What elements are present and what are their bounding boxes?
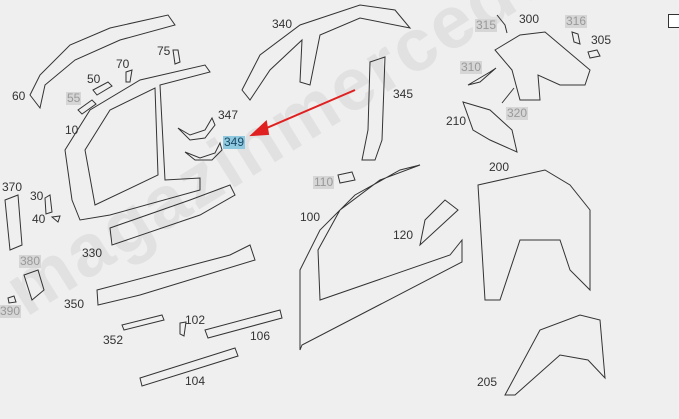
part-label-104[interactable]: 104 xyxy=(185,374,206,388)
part-label-75[interactable]: 75 xyxy=(157,44,171,58)
part-30 xyxy=(44,194,53,215)
part-210 xyxy=(462,101,518,153)
part-70 xyxy=(125,69,133,83)
part-350 xyxy=(96,244,256,306)
part-320 xyxy=(501,87,515,104)
part-60-roof-rail xyxy=(29,14,176,110)
part-390 xyxy=(7,295,17,304)
part-label-350[interactable]: 350 xyxy=(64,297,85,311)
part-315 xyxy=(496,14,508,34)
part-label-70[interactable]: 70 xyxy=(116,57,130,71)
part-label-310[interactable]: 310 xyxy=(460,60,483,74)
part-100 xyxy=(299,164,463,351)
part-110 xyxy=(337,171,356,184)
part-label-345[interactable]: 345 xyxy=(393,87,414,101)
part-label-340[interactable]: 340 xyxy=(272,17,293,31)
part-label-330[interactable]: 330 xyxy=(82,246,103,260)
part-label-205[interactable]: 205 xyxy=(477,375,498,389)
part-label-50[interactable]: 50 xyxy=(87,72,101,86)
part-347 xyxy=(177,116,216,141)
part-label-106[interactable]: 106 xyxy=(250,329,271,343)
part-label-210[interactable]: 210 xyxy=(446,114,467,128)
part-380 xyxy=(23,269,45,301)
part-label-390[interactable]: 390 xyxy=(0,304,22,318)
part-305 xyxy=(587,49,601,59)
part-75 xyxy=(172,49,181,65)
part-label-316[interactable]: 316 xyxy=(565,14,588,28)
part-label-100[interactable]: 100 xyxy=(300,210,321,224)
red-arrow xyxy=(249,89,356,137)
part-50 xyxy=(92,81,113,96)
part-label-320[interactable]: 320 xyxy=(506,106,529,120)
part-label-102[interactable]: 102 xyxy=(185,313,206,327)
part-label-30[interactable]: 30 xyxy=(30,189,44,203)
part-300 xyxy=(494,31,591,101)
part-340 xyxy=(241,4,412,101)
part-104 xyxy=(139,347,239,387)
part-200 xyxy=(477,169,591,301)
part-label-60[interactable]: 60 xyxy=(12,89,26,103)
part-349 xyxy=(184,141,223,161)
part-330 xyxy=(109,184,236,246)
part-label-55[interactable]: 55 xyxy=(66,91,82,105)
part-345 xyxy=(361,56,386,161)
part-370 xyxy=(4,194,23,251)
part-106 xyxy=(204,309,283,339)
part-316 xyxy=(571,31,581,45)
part-label-352[interactable]: 352 xyxy=(103,333,124,347)
part-label-300[interactable]: 300 xyxy=(519,12,540,26)
part-205 xyxy=(504,314,606,396)
part-label-370[interactable]: 370 xyxy=(2,180,23,194)
part-label-200[interactable]: 200 xyxy=(489,160,510,174)
part-10-side-frame xyxy=(64,64,211,221)
part-55 xyxy=(77,99,97,115)
part-label-349[interactable]: 349 xyxy=(223,135,246,149)
part-label-120[interactable]: 120 xyxy=(393,228,414,242)
part-label-315[interactable]: 315 xyxy=(475,18,498,32)
part-120 xyxy=(419,199,459,247)
part-label-380[interactable]: 380 xyxy=(19,254,42,268)
part-310 xyxy=(467,67,497,86)
part-label-40[interactable]: 40 xyxy=(32,212,46,226)
part-label-10[interactable]: 10 xyxy=(65,123,79,137)
part-label-110[interactable]: 110 xyxy=(313,175,335,189)
part-352 xyxy=(121,314,165,331)
part-label-347[interactable]: 347 xyxy=(218,108,239,122)
part-102 xyxy=(179,321,187,337)
part-label-305[interactable]: 305 xyxy=(591,33,612,47)
part-40 xyxy=(50,215,61,223)
checkbox[interactable] xyxy=(668,14,679,28)
